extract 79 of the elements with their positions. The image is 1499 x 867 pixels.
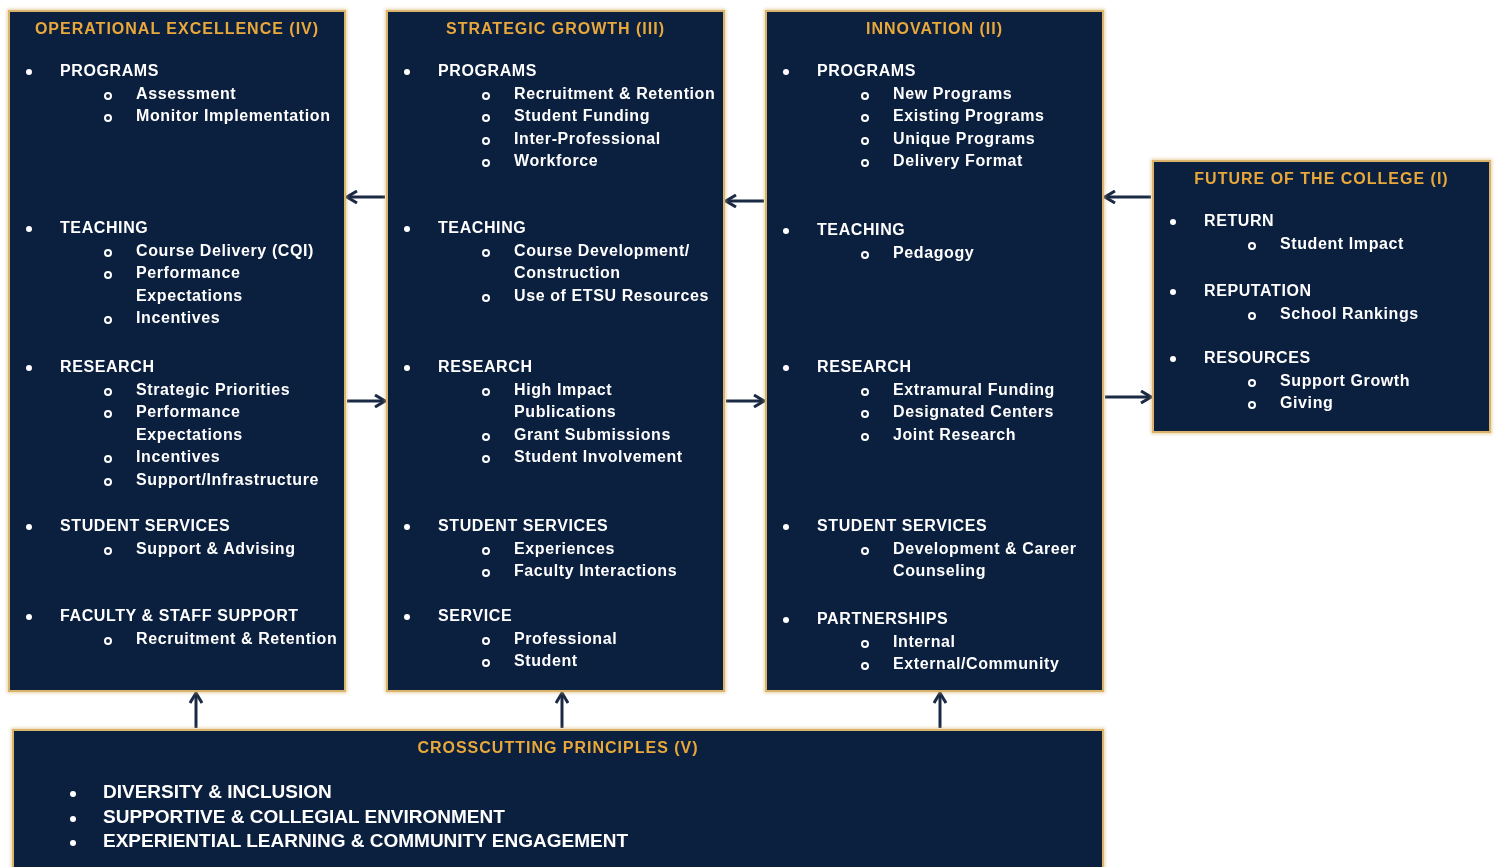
list-item: Unique Programs xyxy=(893,128,1037,149)
arrow xyxy=(932,691,948,728)
list-item: Extramural Funding xyxy=(893,379,1056,400)
list-item: Monitor Implementation xyxy=(136,106,332,126)
category-panel xyxy=(1152,160,1491,433)
list-item: Support Growth xyxy=(1280,370,1412,391)
list-item: Strategic Priorities xyxy=(136,379,292,400)
list-item: Development & Career Counseling xyxy=(893,538,1078,581)
list-item: Pedagogy xyxy=(893,242,976,263)
arrow xyxy=(554,691,570,728)
panel-title: CROSSCUTTING PRINCIPLES (V) xyxy=(416,738,700,758)
section-heading: PARTNERSHIPS xyxy=(817,609,950,629)
list-item: Use of ETSU Resources xyxy=(514,285,710,306)
list-item: Professional xyxy=(514,628,619,649)
list-item: Support & Advising xyxy=(136,538,297,559)
list-item: Support/Infrastructure xyxy=(136,469,320,490)
list-item: Designated Centers xyxy=(893,402,1056,422)
list-item: Student Funding xyxy=(514,106,652,126)
category-panel xyxy=(12,729,1104,867)
arrow xyxy=(724,193,764,209)
list-item: External/Community xyxy=(893,654,1061,674)
principle-item: SUPPORTIVE & COLLEGIAL ENVIRONMENT xyxy=(103,804,506,829)
list-item: Recruitment & Retention xyxy=(136,628,338,649)
arrow xyxy=(1105,389,1153,405)
list-item: Student xyxy=(514,651,579,671)
arrow xyxy=(345,189,385,205)
section-heading: TEACHING xyxy=(817,220,907,240)
list-item: Performance Expectations xyxy=(136,402,244,445)
panel-title: INNOVATION (II) xyxy=(864,19,1005,39)
section-heading: PROGRAMS xyxy=(60,61,161,81)
section-heading: RESEARCH xyxy=(60,357,156,377)
section-heading: TEACHING xyxy=(60,218,150,238)
section-heading: REPUTATION xyxy=(1204,281,1313,301)
list-item: Student Impact xyxy=(1280,233,1405,254)
list-item: Internal xyxy=(893,631,957,652)
principle-item: EXPERIENTIAL LEARNING & COMMUNITY ENGAGEMENT xyxy=(103,829,629,853)
section-heading: RETURN xyxy=(1204,211,1276,231)
section-heading: SERVICE xyxy=(438,606,514,626)
list-item: New Programs xyxy=(893,83,1014,104)
list-item: Incentives xyxy=(136,447,222,467)
category-panel xyxy=(386,10,725,692)
section-heading: RESEARCH xyxy=(438,357,534,377)
list-item: School Rankings xyxy=(1280,303,1420,324)
list-item: Inter-Professional xyxy=(514,128,662,149)
list-item: Delivery Format xyxy=(893,151,1024,171)
list-item: Student Involvement xyxy=(514,447,684,467)
list-item: Course Delivery (CQI) xyxy=(136,240,315,261)
section-heading: RESOURCES xyxy=(1204,348,1312,368)
section-heading: STUDENT SERVICES xyxy=(60,516,232,536)
section-heading: PROGRAMS xyxy=(438,61,539,81)
list-item: Joint Research xyxy=(893,424,1018,445)
list-item: Grant Submissions xyxy=(514,424,672,445)
list-item: Faculty Interactions xyxy=(514,561,679,581)
section-heading: PROGRAMS xyxy=(817,61,918,81)
arrow xyxy=(1103,189,1151,205)
list-item: Recruitment & Retention xyxy=(514,83,717,104)
list-item: Experiences xyxy=(514,538,616,559)
arrow xyxy=(726,393,766,409)
list-item: Workforce xyxy=(514,151,600,171)
section-heading: FACULTY & STAFF SUPPORT xyxy=(60,606,300,626)
arrow xyxy=(347,393,387,409)
panel-title: OPERATIONAL EXCELLENCE (IV) xyxy=(33,19,321,39)
list-item: High Impact Publications xyxy=(514,379,618,422)
category-panel xyxy=(8,10,346,692)
list-item: Performance Expectations xyxy=(136,263,244,306)
arrow xyxy=(188,691,204,728)
section-heading: TEACHING xyxy=(438,218,528,238)
list-item: Incentives xyxy=(136,308,222,328)
list-item: Existing Programs xyxy=(893,106,1046,126)
principle-item: DIVERSITY & INCLUSION xyxy=(103,780,333,804)
section-heading: STUDENT SERVICES xyxy=(438,516,610,536)
list-item: Course Development/ Construction xyxy=(514,240,691,283)
section-heading: STUDENT SERVICES xyxy=(817,516,989,536)
list-item: Giving xyxy=(1280,393,1335,413)
section-heading: RESEARCH xyxy=(817,357,913,377)
panel-title: STRATEGIC GROWTH (III) xyxy=(445,19,666,39)
panel-title: FUTURE OF THE COLLEGE (I) xyxy=(1193,169,1450,189)
list-item: Assessment xyxy=(136,83,238,104)
category-panel xyxy=(765,10,1104,692)
